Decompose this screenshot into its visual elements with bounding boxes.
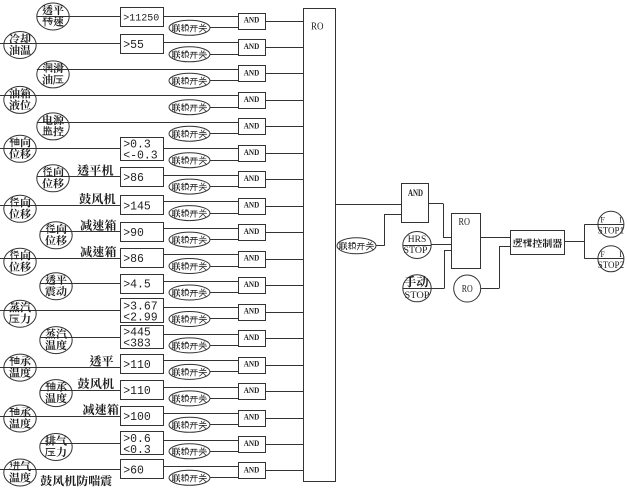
svg-text:AND: AND xyxy=(244,94,260,104)
svg-text:AND: AND xyxy=(244,438,260,448)
svg-text:AND: AND xyxy=(244,279,260,289)
svg-text:>145: >145 xyxy=(123,200,151,213)
svg-text:AND: AND xyxy=(244,385,260,395)
svg-text:AND: AND xyxy=(244,411,260,421)
svg-text:>4.5: >4.5 xyxy=(123,279,151,292)
svg-text:AND: AND xyxy=(244,332,260,342)
svg-text:STOP2: STOP2 xyxy=(598,260,624,270)
svg-text:F: F xyxy=(600,250,605,259)
svg-text:>55: >55 xyxy=(123,39,144,52)
svg-text:RO: RO xyxy=(311,21,324,32)
svg-text:AND: AND xyxy=(408,188,423,198)
svg-text:AND: AND xyxy=(244,464,260,474)
svg-text:STOP: STOP xyxy=(404,246,428,256)
svg-text:AND: AND xyxy=(244,306,260,316)
svg-text:>86: >86 xyxy=(123,253,144,266)
svg-text:>86: >86 xyxy=(123,172,144,185)
svg-text:AND: AND xyxy=(244,200,260,210)
svg-text:RO: RO xyxy=(459,217,471,228)
svg-text:>90: >90 xyxy=(123,227,144,240)
svg-text:>0.3: >0.3 xyxy=(123,138,151,151)
svg-text:>60: >60 xyxy=(123,465,144,478)
svg-text:>0.6: >0.6 xyxy=(123,433,151,446)
svg-text:>11250: >11250 xyxy=(123,14,159,25)
svg-text:STOP: STOP xyxy=(405,291,430,301)
svg-text:RO: RO xyxy=(462,284,473,295)
svg-text:AND: AND xyxy=(244,147,260,157)
svg-text:<-0.3: <-0.3 xyxy=(123,149,158,162)
svg-text:I: I xyxy=(619,216,622,225)
svg-text:AND: AND xyxy=(244,14,260,24)
svg-text:<2.99: <2.99 xyxy=(123,311,158,324)
svg-text:AND: AND xyxy=(244,359,260,369)
svg-text:<0.3: <0.3 xyxy=(123,444,151,457)
svg-text:<383: <383 xyxy=(123,338,151,351)
svg-text:I: I xyxy=(619,250,622,259)
svg-text:AND: AND xyxy=(244,41,260,51)
svg-text:F: F xyxy=(600,216,605,225)
svg-text:AND: AND xyxy=(244,253,260,263)
svg-text:AND: AND xyxy=(244,173,260,183)
svg-text:>445: >445 xyxy=(123,327,151,340)
svg-text:>110: >110 xyxy=(123,385,151,398)
svg-text:>100: >100 xyxy=(123,411,151,424)
svg-text:AND: AND xyxy=(244,226,260,236)
svg-text:AND: AND xyxy=(244,120,260,130)
svg-text:STOP1: STOP1 xyxy=(598,226,624,236)
svg-text:>3.67: >3.67 xyxy=(123,300,158,313)
svg-text:HRS: HRS xyxy=(408,235,427,245)
svg-text:>110: >110 xyxy=(123,359,151,372)
svg-text:AND: AND xyxy=(244,67,260,77)
